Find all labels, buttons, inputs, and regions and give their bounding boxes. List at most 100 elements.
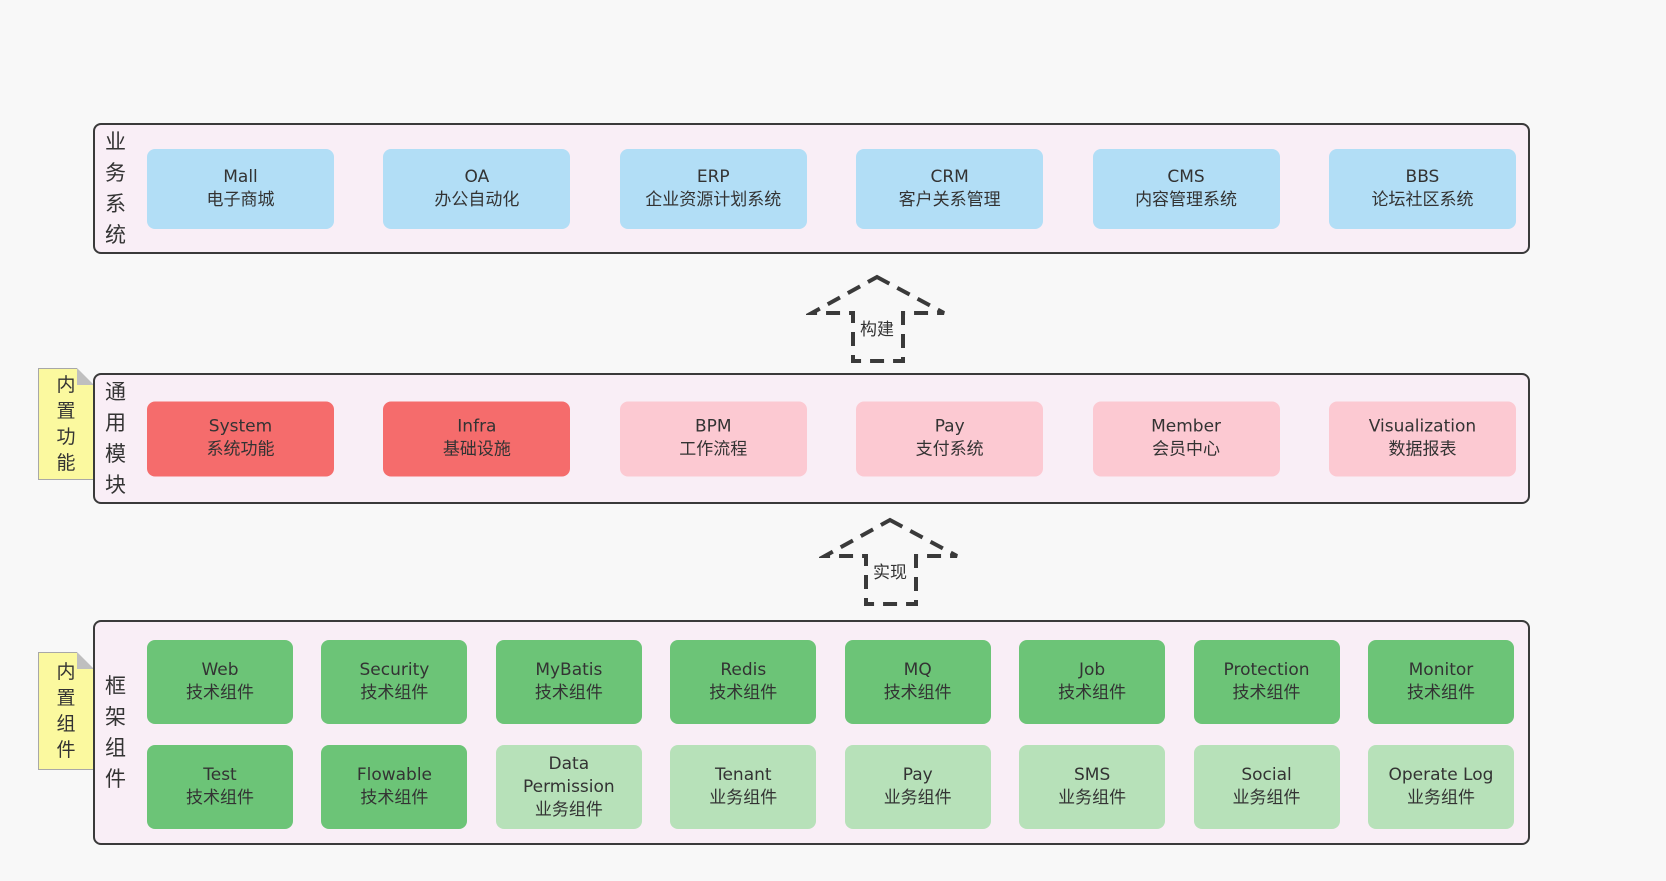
box-subtitle: 工作流程 <box>679 439 748 460</box>
box-member: Member 会员中心 <box>1092 401 1280 476</box>
box-subtitle: 办公自动化 <box>434 189 520 210</box>
box-subtitle: 业务组件 <box>709 788 778 808</box>
modules-box-row: System 系统功能 Infra 基础设施 BPM 工作流程 Pay 支付系统… <box>147 401 1516 476</box>
box-pay-system: Pay 支付系统 <box>856 401 1044 476</box>
build-arrow-icon: 构建 <box>806 273 948 365</box>
box-social: Social 业务组件 <box>1193 745 1340 829</box>
folded-corner-icon <box>77 652 94 669</box>
box-subtitle: 业务组件 <box>1406 788 1475 808</box>
box-sms: SMS 业务组件 <box>1019 745 1166 829</box>
box-subtitle: 技术组件 <box>1232 683 1301 703</box>
business-box-row: Mall 电子商城 OA 办公自动化 ERP 企业资源计划系统 CRM 客户关系… <box>147 148 1516 229</box>
sticky-tab-label: 内置功能 <box>56 374 76 474</box>
box-oa: OA 办公自动化 <box>383 148 571 229</box>
box-title: Operate Log <box>1388 765 1494 785</box>
box-title: ERP <box>696 166 730 187</box>
folded-corner-icon <box>77 368 94 385</box>
box-subtitle: 技术组件 <box>186 683 254 703</box>
box-title: Mall <box>223 166 258 187</box>
box-subtitle: 业务组件 <box>1232 788 1301 808</box>
box-subtitle: 客户关系管理 <box>898 189 1001 210</box>
box-title: Pay <box>934 416 965 437</box>
box-protection: Protection 技术组件 <box>1193 640 1340 724</box>
box-subtitle: 业务组件 <box>534 799 603 820</box>
box-title: Data Permission <box>522 753 615 797</box>
box-subtitle: 支付系统 <box>915 439 984 460</box>
box-mybatis: MyBatis 技术组件 <box>495 640 642 724</box>
box-title: Member <box>1151 416 1222 437</box>
box-job: Job 技术组件 <box>1019 640 1166 724</box>
box-security: Security 技术组件 <box>321 640 468 724</box>
box-subtitle: 系统功能 <box>206 439 275 460</box>
box-visualization: Visualization 数据报表 <box>1328 401 1516 476</box>
sticky-tab-built-in-components: 内置组件 <box>38 652 94 770</box>
section-label: 框架组件 <box>105 673 126 791</box>
build-arrow-label: 构建 <box>857 315 897 340</box>
box-title: Web <box>201 660 239 680</box>
box-title: Tenant <box>714 765 772 785</box>
box-title: BPM <box>694 416 732 437</box>
section-common-modules: 通用模块 System 系统功能 Infra 基础设施 BPM 工作流程 Pay… <box>93 373 1530 504</box>
box-title: Test <box>203 765 237 785</box>
box-subtitle: 技术组件 <box>1058 683 1127 703</box>
box-subtitle: 会员中心 <box>1152 439 1221 460</box>
box-title: MQ <box>903 660 932 680</box>
box-title: Job <box>1079 660 1106 680</box>
box-erp: ERP 企业资源计划系统 <box>619 148 807 229</box>
box-title: Social <box>1241 765 1292 785</box>
box-title: OA <box>464 166 490 187</box>
framework-box-row-1: Web 技术组件 Security 技术组件 MyBatis 技术组件 Redi… <box>147 640 1514 724</box>
box-subtitle: 业务组件 <box>883 788 952 808</box>
box-subtitle: 技术组件 <box>360 788 429 808</box>
box-mall: Mall 电子商城 <box>147 148 334 229</box>
box-bpm: BPM 工作流程 <box>619 401 807 476</box>
section-framework-components: 框架组件 Web 技术组件 Security 技术组件 MyBatis 技术组件… <box>93 620 1530 845</box>
box-subtitle: 技术组件 <box>709 683 778 703</box>
box-subtitle: 技术组件 <box>534 683 603 703</box>
box-web: Web 技术组件 <box>147 640 293 724</box>
box-title: Security <box>359 660 430 680</box>
sticky-tab-label: 内置组件 <box>56 661 76 761</box>
box-infra: Infra 基础设施 <box>383 401 571 476</box>
box-redis: Redis 技术组件 <box>670 640 817 724</box>
implement-arrow-label: 实现 <box>870 558 910 583</box>
box-subtitle: 业务组件 <box>1058 788 1127 808</box>
box-pay-component: Pay 业务组件 <box>844 745 991 829</box>
box-crm: CRM 客户关系管理 <box>856 148 1044 229</box>
box-title: MyBatis <box>535 660 603 680</box>
box-title: CRM <box>930 166 969 187</box>
box-operate-log: Operate Log 业务组件 <box>1367 745 1514 829</box>
box-flowable: Flowable 技术组件 <box>321 745 468 829</box>
box-test: Test 技术组件 <box>147 745 293 829</box>
box-monitor: Monitor 技术组件 <box>1367 640 1514 724</box>
box-cms: CMS 内容管理系统 <box>1092 148 1280 229</box>
framework-box-row-2: Test 技术组件 Flowable 技术组件 Data Permission … <box>147 745 1514 829</box>
box-bbs: BBS 论坛社区系统 <box>1328 148 1516 229</box>
box-system: System 系统功能 <box>147 401 334 476</box>
section-business-systems: 业务系统 Mall 电子商城 OA 办公自动化 ERP 企业资源计划系统 CRM… <box>93 123 1530 254</box>
box-subtitle: 技术组件 <box>883 683 952 703</box>
box-subtitle: 基础设施 <box>442 439 511 460</box>
box-subtitle: 企业资源计划系统 <box>645 189 782 210</box>
box-subtitle: 论坛社区系统 <box>1371 189 1474 210</box>
box-title: Protection <box>1223 660 1310 680</box>
box-subtitle: 技术组件 <box>186 788 254 808</box>
box-title: BBS <box>1405 166 1440 187</box>
section-label: 业务系统 <box>105 129 126 247</box>
box-tenant: Tenant 业务组件 <box>670 745 817 829</box>
box-subtitle: 技术组件 <box>360 683 429 703</box>
box-subtitle: 电子商城 <box>206 189 275 210</box>
box-data-permission: Data Permission 业务组件 <box>495 745 642 829</box>
box-mq: MQ 技术组件 <box>844 640 991 724</box>
box-title: Pay <box>902 765 933 785</box>
box-title: System <box>208 416 273 437</box>
box-subtitle: 内容管理系统 <box>1135 189 1238 210</box>
box-subtitle: 数据报表 <box>1388 439 1457 460</box>
implement-arrow-icon: 实现 <box>819 516 961 608</box>
box-title: CMS <box>1167 166 1205 187</box>
box-title: Flowable <box>356 765 433 785</box>
box-title: Monitor <box>1408 660 1474 680</box>
sticky-tab-built-in-features: 内置功能 <box>38 368 94 480</box>
box-title: Infra <box>457 416 497 437</box>
